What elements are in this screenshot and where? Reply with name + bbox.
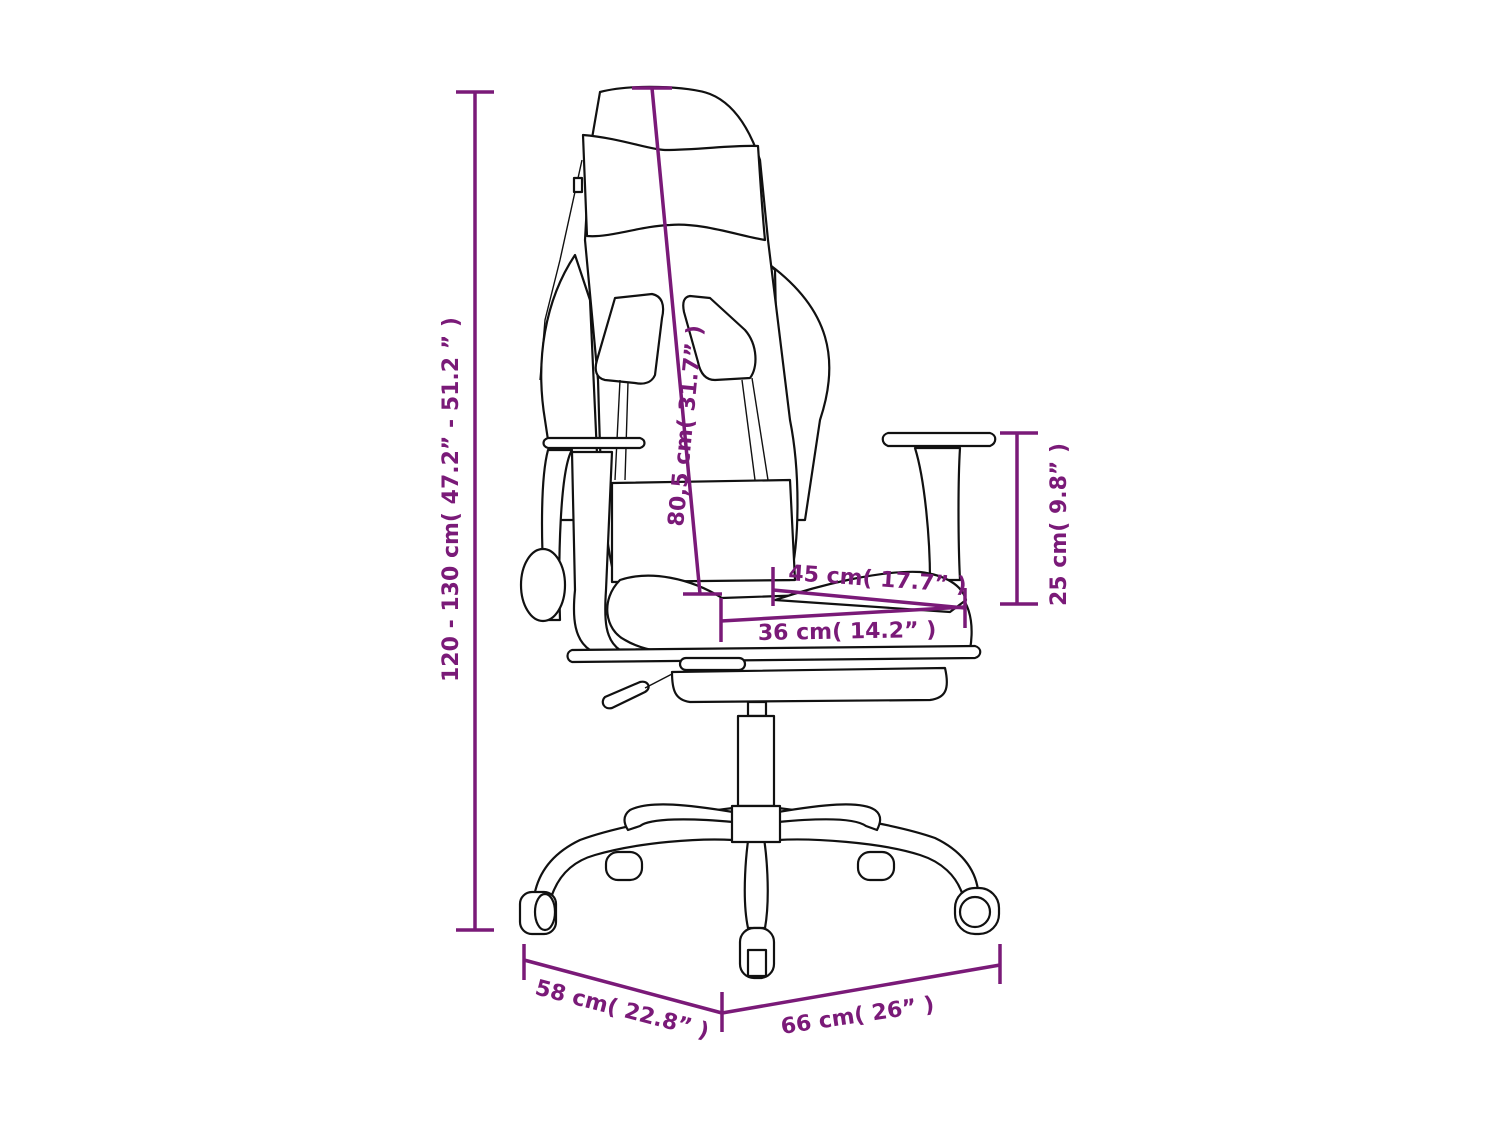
base-width-line <box>721 963 1001 1015</box>
caster-back-left <box>604 850 644 882</box>
lumbar-cushion <box>610 478 797 584</box>
footrest-roller <box>678 656 747 672</box>
total-height-label: 120 - 130 cm( 47.2” - 51.2 ” ) <box>439 317 464 682</box>
headrest-pillow <box>581 133 767 242</box>
belt-slot-left <box>594 292 665 385</box>
right-armrest-post <box>913 446 962 582</box>
right-armrest-pad <box>881 431 997 448</box>
caster-front-right <box>953 886 1001 936</box>
seat-width-label: 36 cm( 14.2” ) <box>758 618 937 646</box>
gas-cylinder <box>736 714 776 808</box>
caster-back-right <box>856 850 896 882</box>
tilt-lever <box>601 680 650 710</box>
seat-width-line <box>720 605 966 623</box>
belt-slot-right <box>682 294 757 382</box>
cylinder-top <box>746 700 768 718</box>
caster-front <box>738 926 776 980</box>
armrest-height-label: 25 cm( 9.8” ) <box>1047 443 1072 606</box>
strap-buckle <box>572 176 584 194</box>
recline-knob <box>519 547 567 623</box>
left-armrest-pad <box>542 436 646 450</box>
dimension-lines <box>456 86 1038 1032</box>
caster-front-left <box>518 890 558 936</box>
backrest-height-line <box>650 87 702 595</box>
backrest-strap <box>539 159 583 381</box>
base-leg-back-right <box>776 803 882 832</box>
seat-depth-line <box>772 588 966 610</box>
footrest-bar <box>566 644 982 664</box>
base-depth-line <box>523 958 723 1015</box>
chair-illustration <box>518 85 1001 980</box>
base-leg-back-left <box>623 803 735 832</box>
seat-base <box>670 666 948 704</box>
base-hub <box>730 804 782 844</box>
